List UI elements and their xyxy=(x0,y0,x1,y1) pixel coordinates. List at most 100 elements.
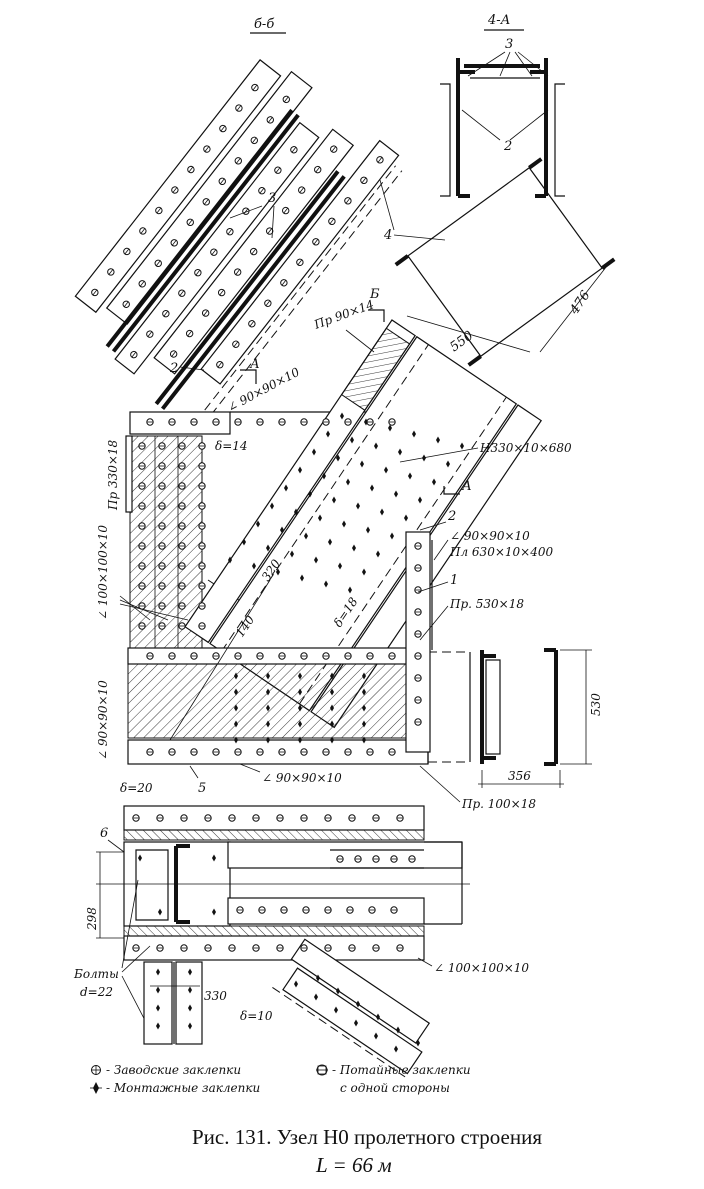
label-n330: Н330×10×680 xyxy=(479,441,572,455)
label-angle-90-left: ∠ 90×90×10 xyxy=(96,680,110,760)
field-rivet xyxy=(338,562,342,570)
field-rivet xyxy=(212,854,216,862)
field-rivet xyxy=(234,720,238,728)
field-rivet xyxy=(362,568,366,576)
field-rivet xyxy=(234,704,238,712)
label-4: 4 xyxy=(383,228,392,243)
field-rivet xyxy=(266,704,270,712)
field-rivet xyxy=(316,974,320,982)
field-rivet xyxy=(314,993,318,1001)
cut-a-right: А xyxy=(461,479,472,494)
field-rivet xyxy=(356,1000,360,1008)
field-rivet xyxy=(384,466,388,474)
field-rivet xyxy=(298,672,302,680)
label-3-top: 3 xyxy=(268,191,276,206)
field-rivet xyxy=(412,430,416,438)
field-rivet xyxy=(314,556,318,564)
label-delta-14: δ=14 xyxy=(215,439,248,453)
plan-view: 298 6 Болты d=22 330 δ=10 ∠ 100×100×10 xyxy=(73,805,529,1078)
field-rivet xyxy=(252,562,256,570)
field-rivet xyxy=(432,478,436,486)
field-rivet xyxy=(366,526,370,534)
field-rivet xyxy=(298,736,302,744)
legend-field-rivets: - Монтажные заклепки xyxy=(106,1081,260,1095)
field-rivet xyxy=(336,454,340,462)
field-rivet xyxy=(294,980,298,988)
field-rivet xyxy=(280,526,284,534)
field-rivet xyxy=(350,436,354,444)
label-pl-630: Пл 630×10×400 xyxy=(449,545,553,559)
field-rivet xyxy=(298,704,302,712)
main-joint: Пр 90×14 Б А ∠ 90×90×10 Пр 330×18 δ=14 Н… xyxy=(96,287,603,811)
field-rivet xyxy=(334,1006,338,1014)
field-rivet xyxy=(436,436,440,444)
field-rivet xyxy=(266,720,270,728)
section-bb: б-б 3 4 2 xyxy=(74,17,446,416)
field-rivet xyxy=(388,424,392,432)
field-rivet xyxy=(266,544,270,552)
field-rivet xyxy=(396,1026,400,1034)
field-rivet xyxy=(266,736,270,744)
field-rivet xyxy=(394,1045,398,1053)
field-rivet xyxy=(326,430,330,438)
field-rivet xyxy=(362,672,366,680)
label-2-aa: 2 xyxy=(503,139,512,154)
field-rivet xyxy=(290,550,294,558)
field-rivet xyxy=(346,478,350,486)
field-rivet xyxy=(156,968,160,976)
field-rivet xyxy=(342,520,346,528)
field-rivet xyxy=(300,574,304,582)
label-delta-20: δ=20 xyxy=(120,781,153,795)
field-rivet xyxy=(308,490,312,498)
field-rivet xyxy=(312,448,316,456)
field-rivet xyxy=(330,720,334,728)
field-rivet xyxy=(294,508,298,516)
dim-550: 550 xyxy=(447,328,476,355)
dim-330: 330 xyxy=(204,989,227,1003)
label-bolts-d: d=22 xyxy=(80,985,113,999)
field-rivet-symbol xyxy=(90,1082,102,1094)
shop-rivet-symbol xyxy=(91,1065,101,1075)
label-bolts: Болты xyxy=(73,967,119,981)
dim-476: 476 xyxy=(567,288,594,318)
cut-b: Б xyxy=(369,287,380,302)
field-rivet xyxy=(322,472,326,480)
field-rivet xyxy=(188,1004,192,1012)
field-rivet xyxy=(284,484,288,492)
field-rivet xyxy=(328,538,332,546)
label-pr-90x14: Пр 90×14 xyxy=(311,297,376,332)
field-rivet xyxy=(374,1032,378,1040)
label-3-aa: 3 xyxy=(505,37,513,52)
field-rivet xyxy=(276,568,280,576)
field-rivet xyxy=(234,688,238,696)
field-rivet xyxy=(460,442,464,450)
field-rivet xyxy=(360,460,364,468)
field-rivet xyxy=(416,1039,420,1047)
field-rivet xyxy=(156,986,160,994)
field-rivet xyxy=(332,496,336,504)
field-rivet xyxy=(374,442,378,450)
label-angle-100-left: ∠ 100×100×10 xyxy=(96,525,110,620)
field-rivet xyxy=(362,704,366,712)
field-rivet xyxy=(266,672,270,680)
field-rivet xyxy=(270,502,274,510)
field-rivet xyxy=(356,502,360,510)
field-rivet xyxy=(408,472,412,480)
field-rivet xyxy=(370,484,374,492)
legend-countersunk-2: с одной стороны xyxy=(340,1081,450,1095)
field-rivet xyxy=(188,1022,192,1030)
label-delta-10: δ=10 xyxy=(240,1009,273,1023)
legend: - Заводские заклепки - Монтажные заклепк… xyxy=(90,1063,471,1095)
field-rivet xyxy=(376,550,380,558)
label-angle-100-bottom: ∠ 100×100×10 xyxy=(434,961,529,975)
field-rivet xyxy=(390,532,394,540)
field-rivet xyxy=(330,704,334,712)
cut-a-left: А xyxy=(249,357,260,372)
field-rivet xyxy=(364,418,368,426)
field-rivet xyxy=(376,1013,380,1021)
section-aa: 4-А 3 2 550 476 xyxy=(394,13,616,367)
field-rivet xyxy=(404,514,408,522)
label-angle-90-bottom: ∠ 90×90×10 xyxy=(262,771,342,785)
field-rivet xyxy=(324,580,328,588)
